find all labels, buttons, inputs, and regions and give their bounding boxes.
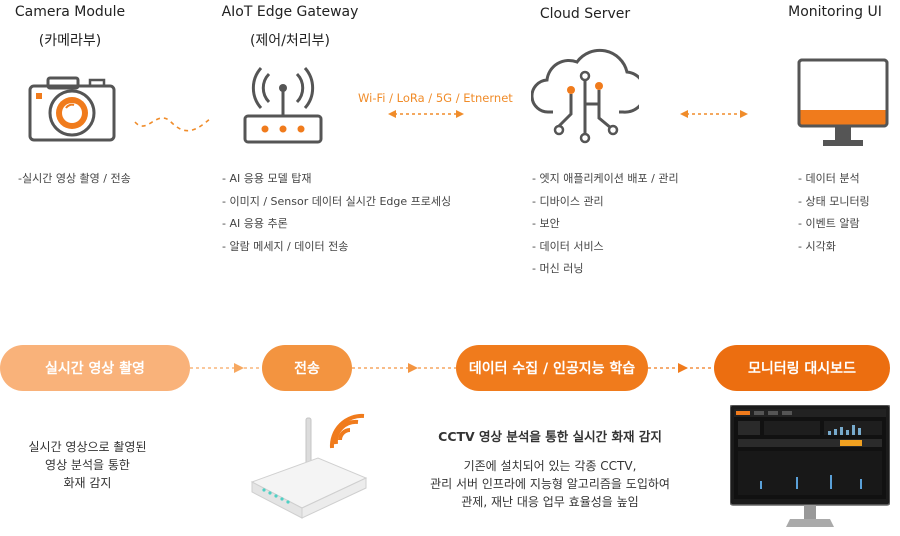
monitoring-title: Monitoring UI [788,4,882,20]
gateway-cloud-arrow [388,110,464,118]
capture-description: 실시간 영상으로 촬영된 영상 분석을 통한 화재 감지 [28,440,147,490]
dashboard-monitor-image [730,405,890,527]
flow-step-collect-learn: 데이터 수집 / 인공지능 학습 [456,345,648,391]
camera-subtitle: (카메라부) [38,33,102,49]
cloud-title: Cloud Server [539,6,631,22]
camera-gateway-link [134,117,212,132]
list-item: - AI 응용 추론 [222,217,288,230]
cloud-monitor-arrow [680,110,748,118]
router-icon [243,67,323,144]
flow-step-transmit: 전송 [262,345,352,391]
monitor-icon [797,58,889,146]
gateway-title: AIoT Edge Gateway [221,4,359,20]
list-item: - 디바이스 관리 [532,194,604,208]
cctv-detection-description: 기존에 설치되어 있는 각종 CCTV, 관리 서버 인프라에 지능형 알고리즘… [430,459,670,509]
list-item: - 시각화 [798,239,836,253]
wifi-router-device-icon [250,413,368,519]
list-item: - 보안 [532,217,560,230]
camera-icon [28,76,116,142]
flow-step-dashboard: 모니터링 대시보드 [714,345,890,391]
list-item: - 이벤트 알람 [798,217,860,230]
cloud-feature-list: - 엣지 애플리케이션 배포 / 관리 - 디바이스 관리 - 보안 - 데이터… [532,168,679,281]
camera-title: Camera Module [14,4,126,20]
gateway-feature-list: - AI 응용 모델 탑재 - 이미지 / Sensor 데이터 실시간 Edg… [222,168,451,258]
list-item: - 머신 러닝 [532,262,584,275]
gateway-subtitle: (제어/처리부) [249,33,331,49]
cloud-icon [531,48,639,144]
monitoring-feature-list: - 데이터 분석 - 상태 모니터링 - 이벤트 알람 - 시각화 [798,168,870,258]
list-item: - 데이터 서비스 [532,239,604,253]
list-item: - 상태 모니터링 [798,194,870,208]
camera-feature-list: -실시간 영상 촬영 / 전송 [18,168,131,191]
flow-step-capture: 실시간 영상 촬영 [0,345,190,391]
list-item: - 데이터 분석 [798,172,860,185]
link-protocol-label: Wi-Fi / LoRa / 5G / Etnernet [358,91,513,105]
flow-connector-line [190,363,714,373]
list-item: - 엣지 애플리케이션 배포 / 관리 [532,172,679,185]
list-item: - AI 응용 모델 탑재 [222,172,312,185]
list-item: - 이미지 / Sensor 데이터 실시간 Edge 프로세싱 [222,194,452,208]
list-item: - 알람 메세지 / 데이터 전송 [222,239,349,253]
list-item: -실시간 영상 촬영 / 전송 [18,172,131,185]
cctv-detection-title: CCTV 영상 분석을 통한 실시간 화재 감지 [438,429,662,444]
